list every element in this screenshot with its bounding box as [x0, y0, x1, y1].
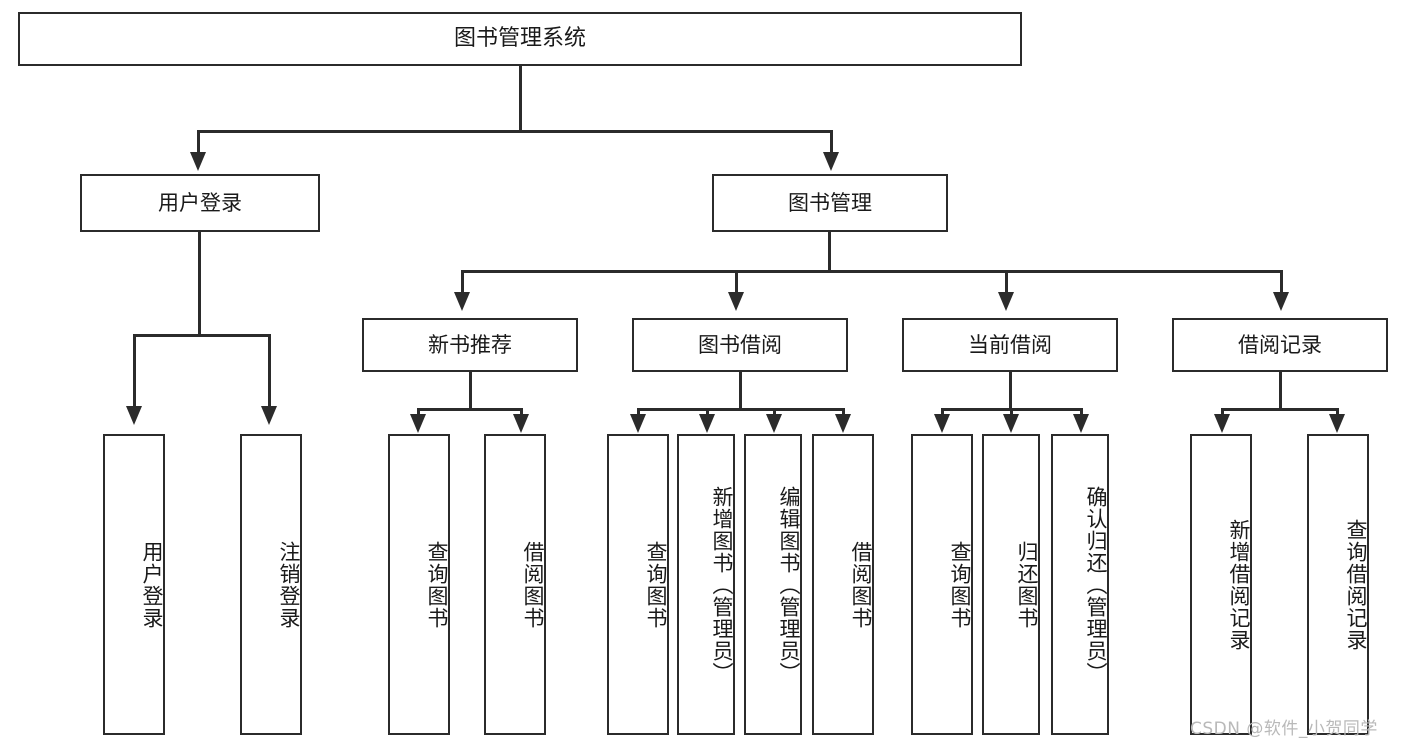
edge-new-book-bus	[417, 408, 523, 411]
leaf-bb-add-book[interactable]: 新增图书（管理员）	[677, 434, 735, 735]
node-label: 新书推荐	[428, 332, 512, 357]
edge-book-management-stem	[828, 232, 831, 272]
edge-book-management-bus	[461, 270, 1283, 273]
arrowhead-book-management	[823, 152, 839, 171]
arrowhead-leaf-logout	[261, 406, 277, 425]
leaf-br-add-record[interactable]: 新增借阅记录	[1190, 434, 1252, 735]
leaf-nb-query-book[interactable]: 查询图书	[388, 434, 450, 735]
node-label: 确认归还（管理员）	[1084, 485, 1108, 684]
edge-book-borrow-stem	[739, 372, 742, 410]
arrowhead-nb-query-book	[410, 414, 426, 433]
arrowhead-br-add-record	[1214, 414, 1230, 433]
arrowhead-bb-borrow-book	[835, 414, 851, 433]
node-label: 查询图书	[644, 540, 668, 629]
edge-user-login-left	[133, 334, 136, 408]
node-label: 图书管理	[788, 190, 872, 215]
node-new-book-recommend[interactable]: 新书推荐	[362, 318, 578, 372]
node-label: 查询借阅记录	[1344, 518, 1368, 651]
leaf-bb-query-book[interactable]: 查询图书	[607, 434, 669, 735]
edge-user-login-bus	[133, 334, 271, 337]
arrowhead-cb-confirm-return	[1073, 414, 1089, 433]
leaf-br-query-record[interactable]: 查询借阅记录	[1307, 434, 1369, 735]
arrowhead-borrow-record	[1273, 292, 1289, 311]
node-user-login[interactable]: 用户登录	[80, 174, 320, 232]
csdn-watermark: CSDN @软件_小贺同学	[1190, 719, 1378, 739]
node-book-borrow[interactable]: 图书借阅	[632, 318, 848, 372]
leaf-cb-confirm-return[interactable]: 确认归还（管理员）	[1051, 434, 1109, 735]
node-label: 借阅记录	[1238, 332, 1322, 357]
edge-bm-to-borrow-record	[1280, 270, 1283, 294]
node-label: 图书借阅	[698, 332, 782, 357]
node-label: 归还图书	[1015, 540, 1039, 629]
arrowhead-cb-return-book	[1003, 414, 1019, 433]
arrowhead-nb-borrow-book	[513, 414, 529, 433]
edge-borrow-record-bus	[1221, 408, 1339, 411]
node-label: 查询图书	[425, 540, 449, 629]
leaf-bb-edit-book[interactable]: 编辑图书（管理员）	[744, 434, 802, 735]
edge-book-borrow-bus	[637, 408, 845, 411]
node-book-management[interactable]: 图书管理	[712, 174, 948, 232]
arrowhead-book-borrow	[728, 292, 744, 311]
edge-bm-to-new-book	[461, 270, 464, 294]
edge-bm-to-book-borrow	[735, 270, 738, 294]
node-borrow-record[interactable]: 借阅记录	[1172, 318, 1388, 372]
arrowhead-current-borrow	[998, 292, 1014, 311]
node-label: 编辑图书（管理员）	[777, 485, 801, 684]
arrowhead-bb-query-book	[630, 414, 646, 433]
node-label: 用户登录	[158, 190, 242, 215]
node-label: 注销登录	[277, 540, 301, 629]
node-label: 新增图书（管理员）	[710, 485, 734, 684]
node-root-book-management-system[interactable]: 图书管理系统	[18, 12, 1022, 66]
node-label: 借阅图书	[849, 540, 873, 629]
node-current-borrow[interactable]: 当前借阅	[902, 318, 1118, 372]
edge-user-login-stem	[198, 232, 201, 336]
node-label: 当前借阅	[968, 332, 1052, 357]
arrowhead-user-login	[190, 152, 206, 171]
node-label: 新增借阅记录	[1227, 518, 1251, 651]
arrowhead-leaf-user-login	[126, 406, 142, 425]
edge-new-book-stem	[469, 372, 472, 410]
node-label: 借阅图书	[521, 540, 545, 629]
edge-bm-to-current-borrow	[1005, 270, 1008, 294]
node-label: 查询图书	[948, 540, 972, 629]
arrowhead-cb-query-book	[934, 414, 950, 433]
edge-current-borrow-stem	[1009, 372, 1012, 410]
node-label: 图书管理系统	[453, 26, 586, 52]
node-label: 用户登录	[140, 540, 164, 629]
arrowhead-new-book-recommend	[454, 292, 470, 311]
leaf-logout[interactable]: 注销登录	[240, 434, 302, 735]
edge-root-to-book-management	[830, 130, 833, 154]
arrowhead-bb-edit-book	[766, 414, 782, 433]
edge-root-bus	[197, 130, 833, 133]
edge-root-to-user-login	[197, 130, 200, 154]
edge-borrow-record-stem	[1279, 372, 1282, 410]
edge-root-stem	[519, 66, 522, 132]
leaf-nb-borrow-book[interactable]: 借阅图书	[484, 434, 546, 735]
edge-user-login-right	[268, 334, 271, 408]
leaf-cb-return-book[interactable]: 归还图书	[982, 434, 1040, 735]
arrowhead-bb-add-book	[699, 414, 715, 433]
leaf-cb-query-book[interactable]: 查询图书	[911, 434, 973, 735]
leaf-user-login[interactable]: 用户登录	[103, 434, 165, 735]
arrowhead-br-query-record	[1329, 414, 1345, 433]
leaf-bb-borrow-book[interactable]: 借阅图书	[812, 434, 874, 735]
